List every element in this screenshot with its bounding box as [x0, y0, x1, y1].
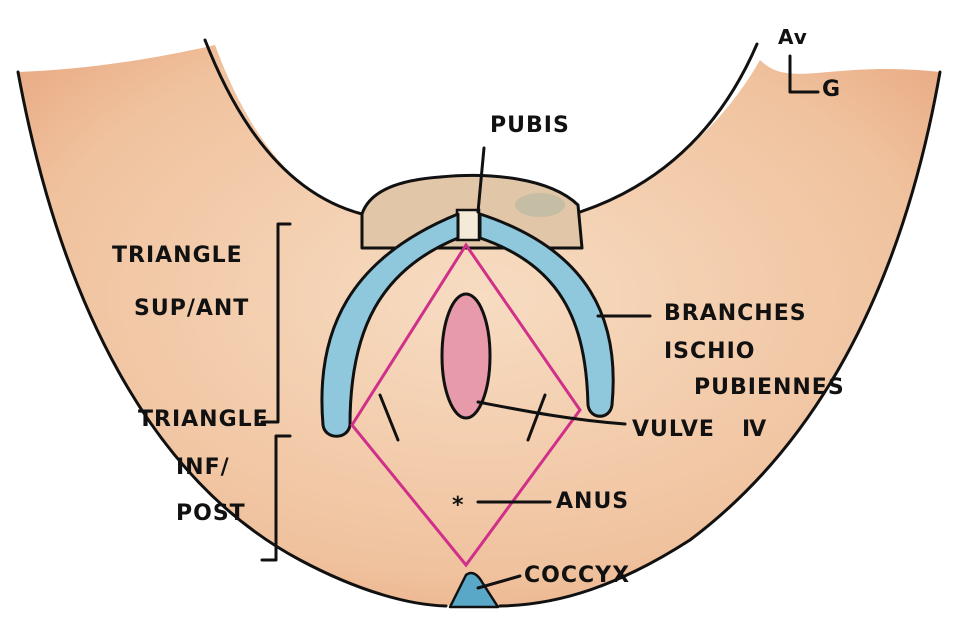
- label-branches-2: ISCHIO: [664, 339, 755, 364]
- label-pubis: PUBIS: [490, 113, 570, 138]
- label-triangle-inf-1: TRIANGLE: [138, 407, 269, 432]
- label-branches-3: PUBIENNES: [694, 375, 845, 400]
- orientation-right-label: G: [822, 77, 841, 102]
- label-vulve: VULVE: [632, 417, 715, 442]
- anus-marker: *: [452, 493, 465, 518]
- pubis-shadow: [515, 193, 565, 217]
- label-coccyx: COCCYX: [524, 563, 630, 588]
- pubic-symphysis: [457, 210, 479, 240]
- label-anus: ANUS: [556, 489, 629, 514]
- label-triangle-inf-2: INF/: [176, 455, 230, 480]
- label-triangle-sup-1: TRIANGLE: [112, 243, 243, 268]
- label-triangle-sup-2: SUP/ANT: [134, 296, 249, 321]
- label-triangle-inf-3: POST: [176, 501, 246, 526]
- label-vulve-marker: Ⅳ: [742, 417, 767, 442]
- vulva: [442, 294, 490, 418]
- orientation-top-label: Av: [778, 25, 808, 49]
- label-branches-1: BRANCHES: [664, 301, 807, 326]
